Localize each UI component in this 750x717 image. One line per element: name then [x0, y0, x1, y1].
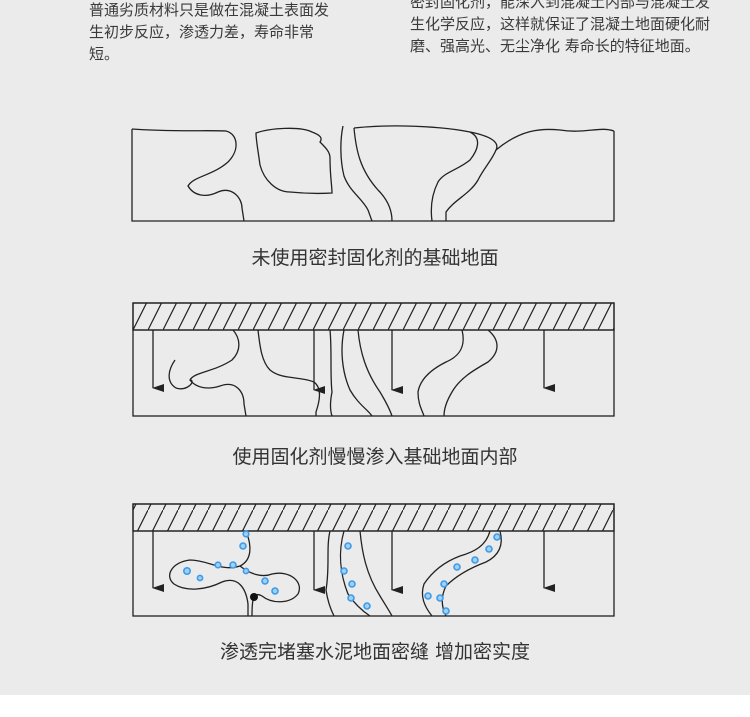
crack-mid-l	[325, 530, 335, 617]
particle	[453, 563, 461, 571]
crack-right-2	[421, 530, 491, 617]
slab-outline	[131, 129, 615, 222]
particle	[261, 577, 269, 585]
particle	[347, 594, 355, 602]
diagram-caption-untreated: 未使用密封固化剂的基础地面	[251, 247, 499, 269]
diagram-caption-sealed: 渗透完堵塞水泥地面密缝 增加密实度	[219, 641, 531, 663]
particle	[424, 592, 432, 600]
particle	[229, 561, 237, 569]
particle	[348, 580, 356, 588]
particle	[271, 587, 279, 595]
particle	[242, 530, 250, 538]
pocket-left	[169, 530, 251, 616]
particle	[196, 574, 204, 582]
particle	[363, 602, 371, 610]
particle	[436, 594, 444, 602]
surface-crack-left	[131, 128, 245, 222]
air-void-dot	[250, 593, 258, 601]
crack-right-pocket	[417, 329, 464, 417]
surface-wave	[495, 128, 615, 151]
sealant-particles	[183, 530, 501, 615]
crack-left-pocket	[168, 359, 193, 390]
intro-right-text: 密封固化剂，能深入到混凝土内部与混凝土发生化学反应，这样就保证了混凝土地面硬化耐…	[410, 0, 711, 55]
particle	[183, 566, 192, 575]
particle	[242, 567, 250, 575]
particle	[344, 542, 352, 550]
crack-gap-right	[357, 329, 393, 417]
hardener-layer	[132, 302, 615, 331]
particle	[340, 567, 348, 575]
crack-mid-right	[329, 329, 333, 417]
particle	[239, 542, 247, 550]
crack-right	[441, 530, 502, 617]
diagram-sealed	[132, 503, 615, 617]
crack-gap	[341, 329, 373, 417]
bottom-band	[0, 695, 750, 717]
crack-mid	[257, 329, 321, 416]
crack-left	[189, 329, 247, 417]
slab-outline	[132, 503, 615, 617]
crack-mid-gap	[339, 530, 371, 617]
hardener-layer	[132, 503, 615, 532]
surface-crack-mid	[255, 127, 333, 195]
diagram-penetrating	[132, 302, 615, 417]
diagram-untreated	[131, 125, 615, 222]
surface-crack-gap	[340, 125, 373, 222]
crack-right	[443, 329, 498, 417]
particle	[440, 580, 448, 588]
pocket-left-inner	[239, 565, 300, 617]
particle	[442, 607, 450, 615]
surface-crack-right-edge	[353, 127, 393, 222]
particle	[485, 545, 493, 553]
diagram-caption-penetrating: 使用固化剂慢慢渗入基础地面内部	[232, 446, 518, 468]
particle	[214, 561, 222, 569]
slab-outline	[132, 302, 615, 417]
particle	[493, 533, 501, 541]
particle	[471, 556, 479, 564]
intro-left-text: 普通劣质材料只是做在混凝土表面发生初步反应，渗透力差，寿命非常短。	[89, 1, 330, 63]
surface-crack-right	[353, 125, 479, 222]
surface-top-right	[445, 131, 498, 221]
crack-mid-gap-r	[359, 530, 393, 617]
